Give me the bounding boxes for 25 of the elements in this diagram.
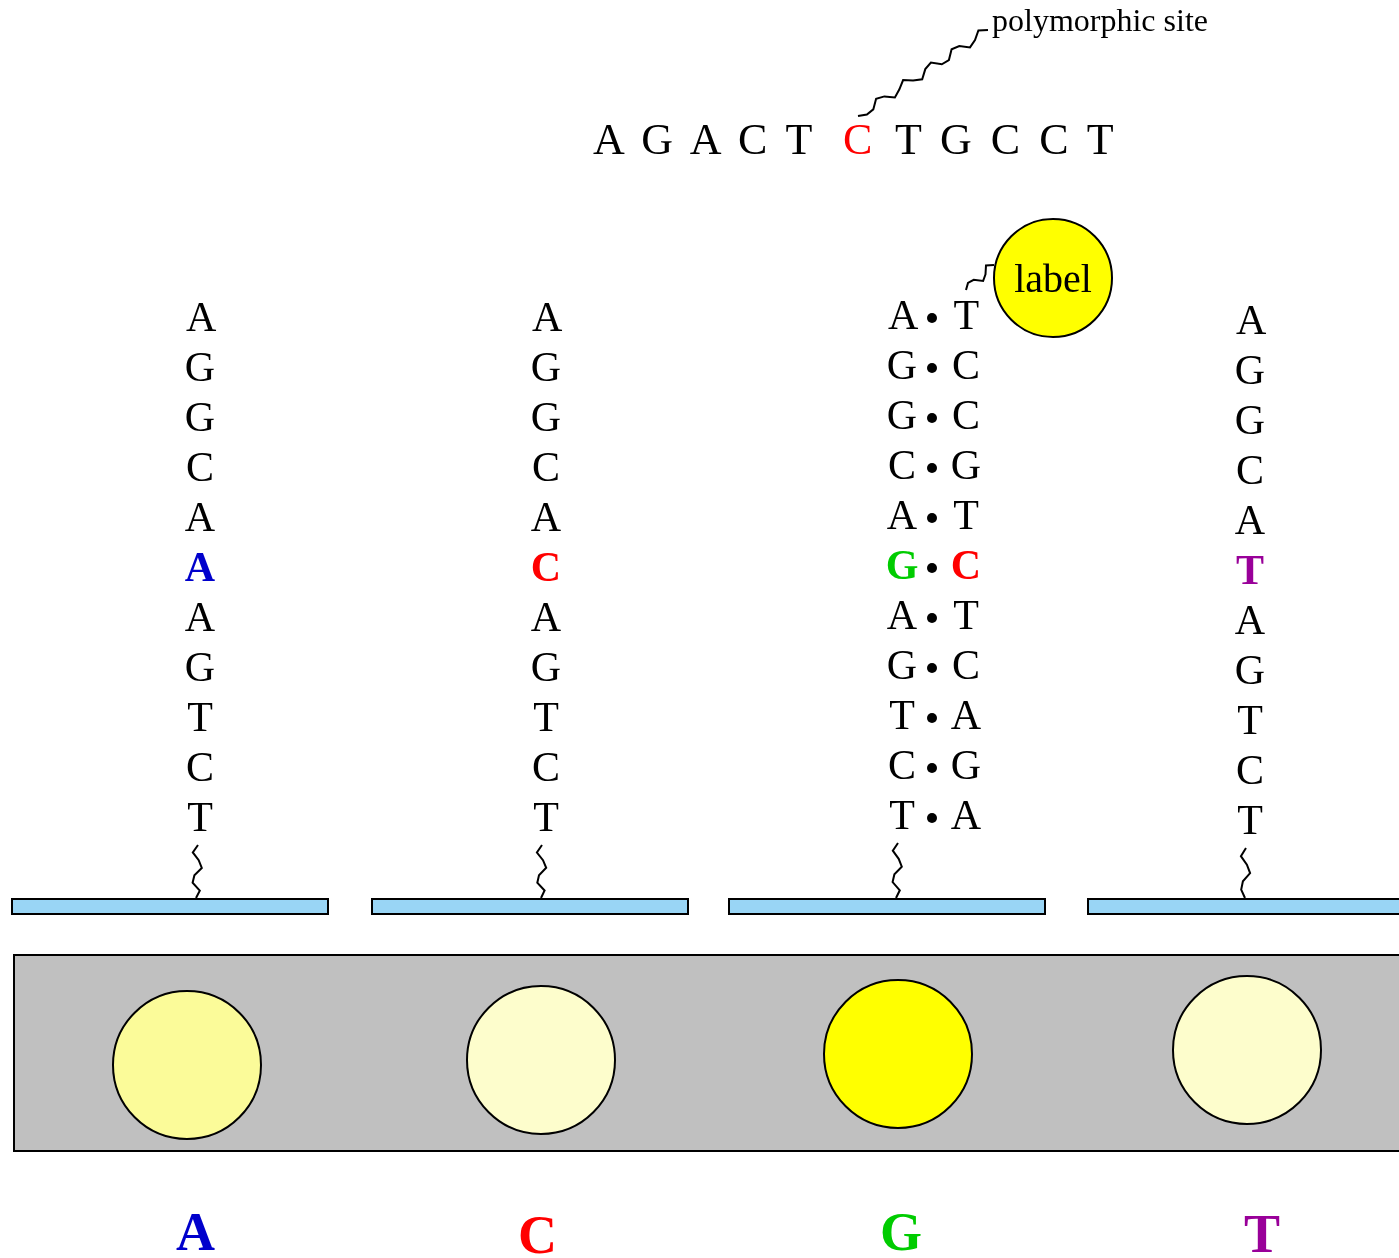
- array-panel: [13, 954, 1399, 1152]
- linker-line: [965, 264, 995, 291]
- probe-sequence: A G G C A G A G T C T: [882, 290, 922, 840]
- label-text: label: [1014, 254, 1092, 302]
- probe-sequence: A G G C A C A G T C T: [526, 292, 566, 842]
- linker-line: [1239, 847, 1252, 899]
- sequence-text: T G C C T: [895, 118, 1114, 162]
- base-letter: A: [176, 1205, 215, 1258]
- sequence-text: A G A C T: [593, 118, 813, 162]
- linker-line: [891, 842, 903, 899]
- slide-strip: [11, 898, 329, 915]
- probe-sequence: A G G C A T A G T C T: [1230, 295, 1270, 845]
- leader-line: [857, 29, 989, 117]
- linker-line: [191, 844, 203, 899]
- slide-strip: [1087, 898, 1399, 915]
- base-letter: C: [518, 1208, 557, 1258]
- slide-strip: [728, 898, 1046, 915]
- target-sequence: T C C G T C T C A G A: [946, 290, 986, 840]
- annotation-label: polymorphic site: [992, 4, 1208, 36]
- slide-strip: [371, 898, 689, 915]
- base-letter: G: [880, 1205, 922, 1258]
- probe-sequence: A G G C A A A G T C T: [180, 292, 220, 842]
- linker-line: [535, 844, 548, 899]
- polymorphic-base: C: [843, 118, 873, 162]
- base-letter: T: [1244, 1207, 1281, 1258]
